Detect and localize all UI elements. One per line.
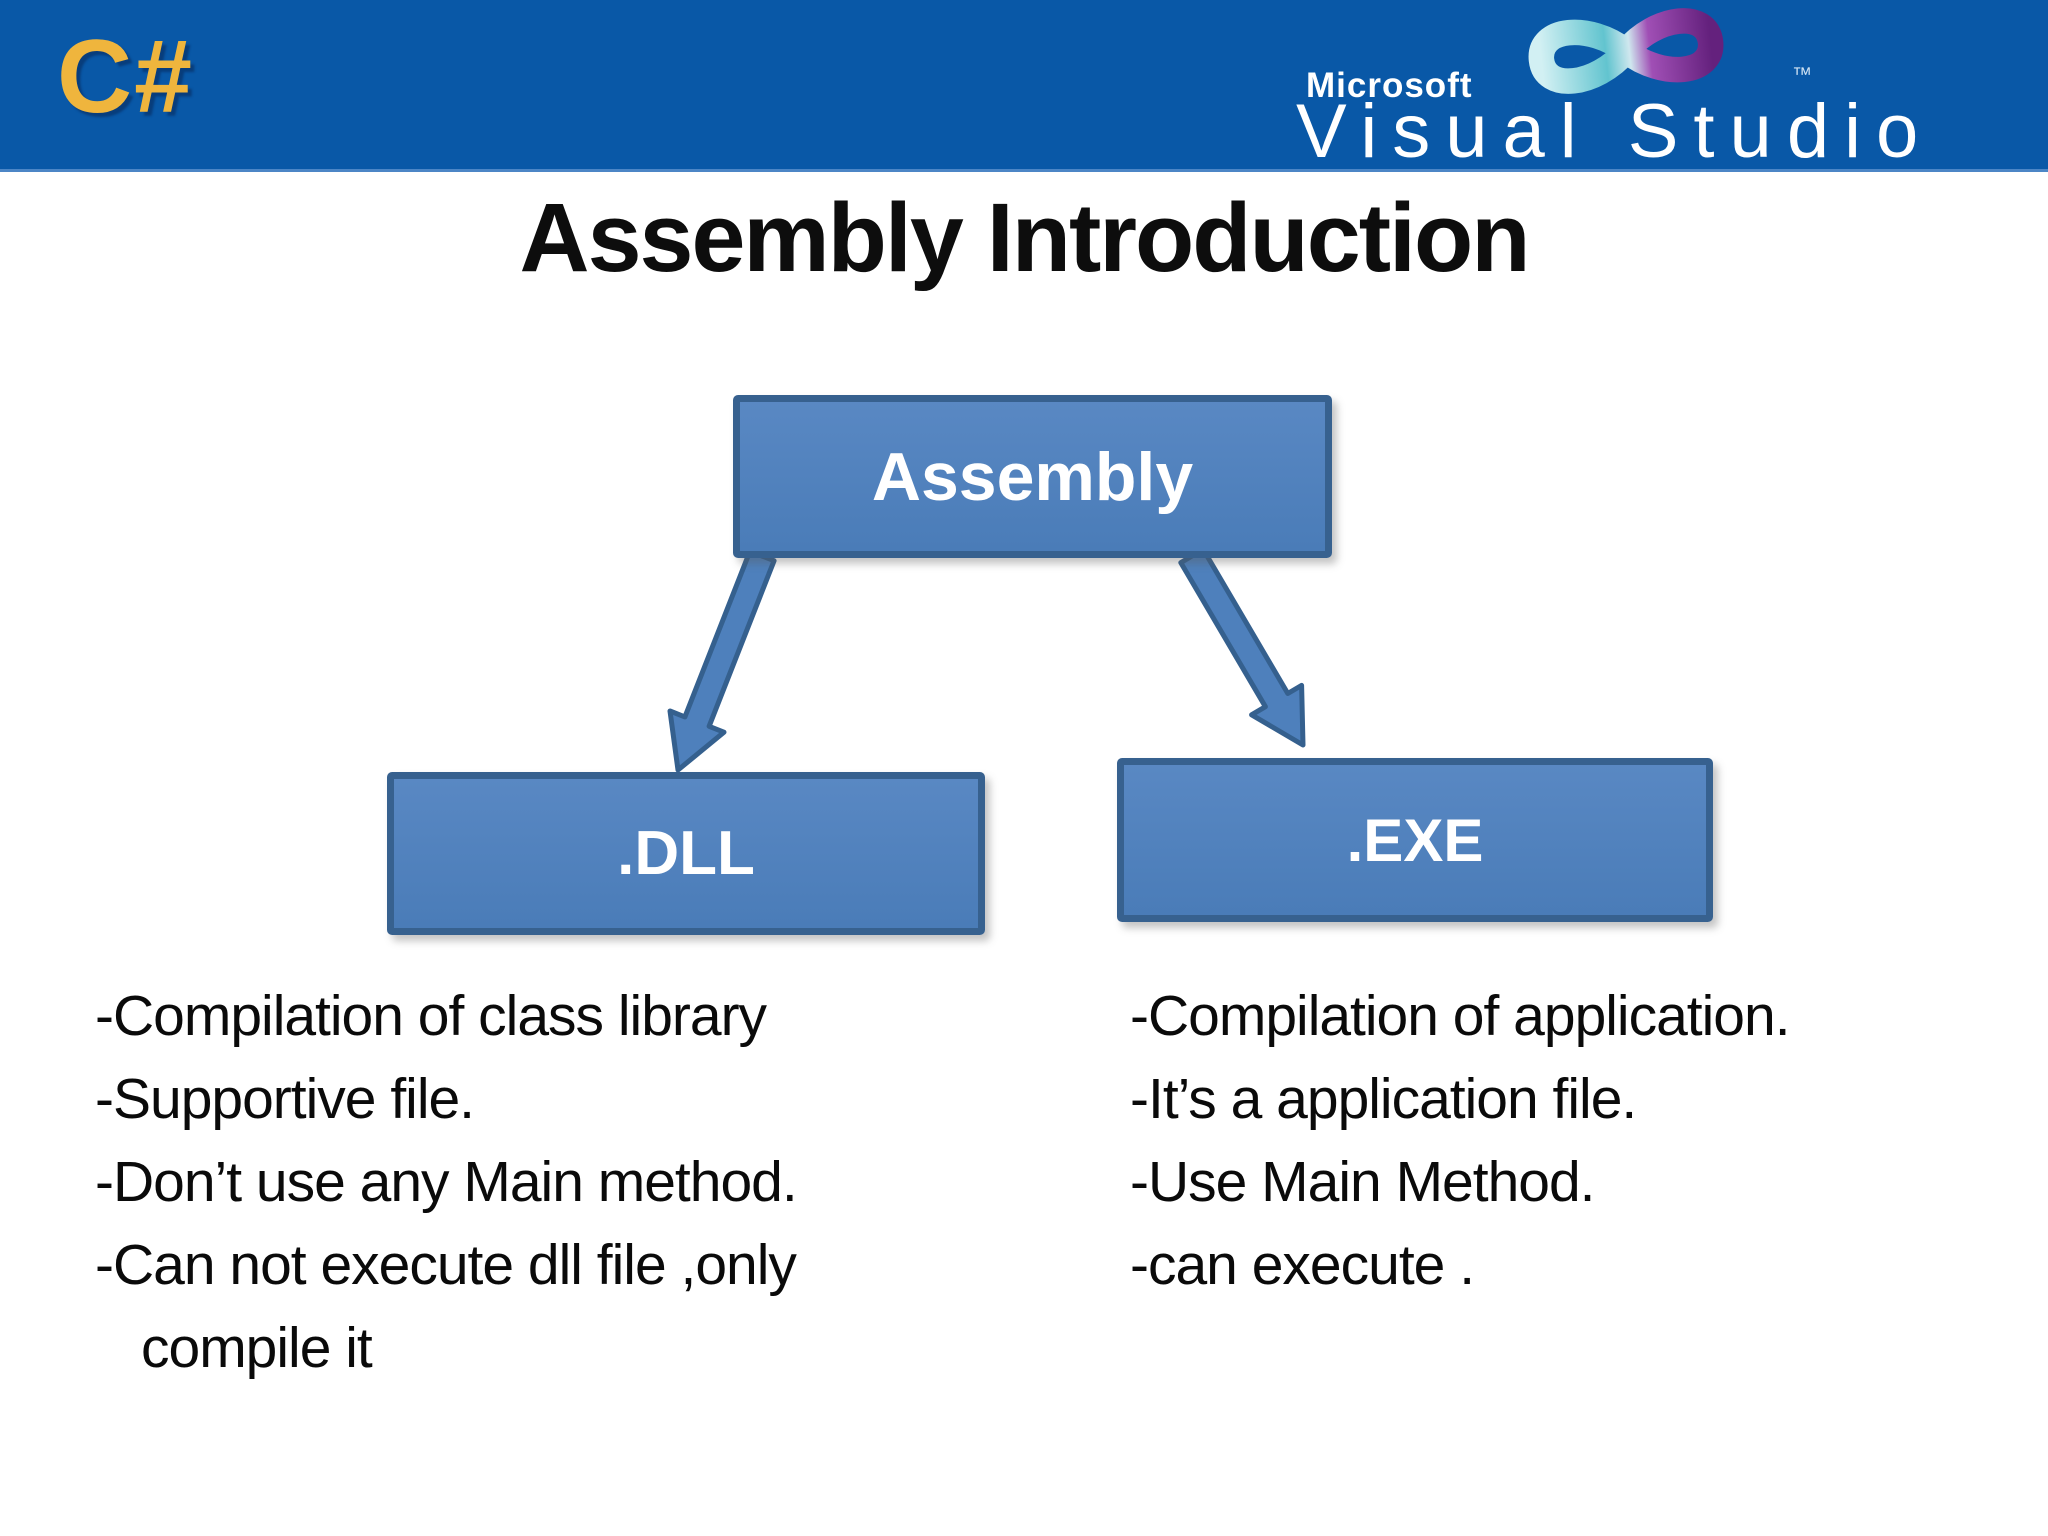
header-bar: C# ™ Microsoft Visual Studio xyxy=(0,0,2048,174)
list-item: -Compilation of class library xyxy=(95,984,767,1048)
list-item: -can execute . xyxy=(1130,1233,1475,1297)
list-item: compile it xyxy=(141,1316,373,1380)
microsoft-wordmark: Microsoft xyxy=(1306,66,1473,105)
node-label: .DLL xyxy=(617,819,755,888)
node-label: Assembly xyxy=(871,438,1194,515)
list-item: -Use Main Method. xyxy=(1130,1150,1596,1214)
csharp-logo: C# xyxy=(57,19,194,135)
diagram-node-exe: .EXE xyxy=(1117,758,1713,922)
list-item: -Supportive file. xyxy=(95,1067,475,1131)
node-label: .EXE xyxy=(1346,806,1484,874)
list-item: -It’s a application file. xyxy=(1130,1067,1637,1131)
arrow-to-dll xyxy=(667,548,777,773)
trademark-symbol: ™ xyxy=(1792,64,1812,86)
dll-notes-list: -Compilation of class library -Supportive… xyxy=(95,975,798,1390)
list-item: -Can not execute dll file ,only xyxy=(95,1233,797,1297)
slide-title: Assembly Introduction xyxy=(519,183,1531,292)
infinity-icon xyxy=(1528,8,1724,94)
diagram-node-assembly: Assembly xyxy=(733,395,1332,558)
exe-notes-list: -Compilation of application. -It’s a appl… xyxy=(1130,975,1791,1307)
diagram-node-dll: .DLL xyxy=(387,772,985,935)
list-item: -Compilation of application. xyxy=(1130,984,1791,1048)
list-item: -Don’t use any Main method. xyxy=(95,1150,798,1214)
arrow-to-exe xyxy=(1178,546,1306,748)
visual-studio-wordmark: Visual Studio xyxy=(1296,89,1934,174)
